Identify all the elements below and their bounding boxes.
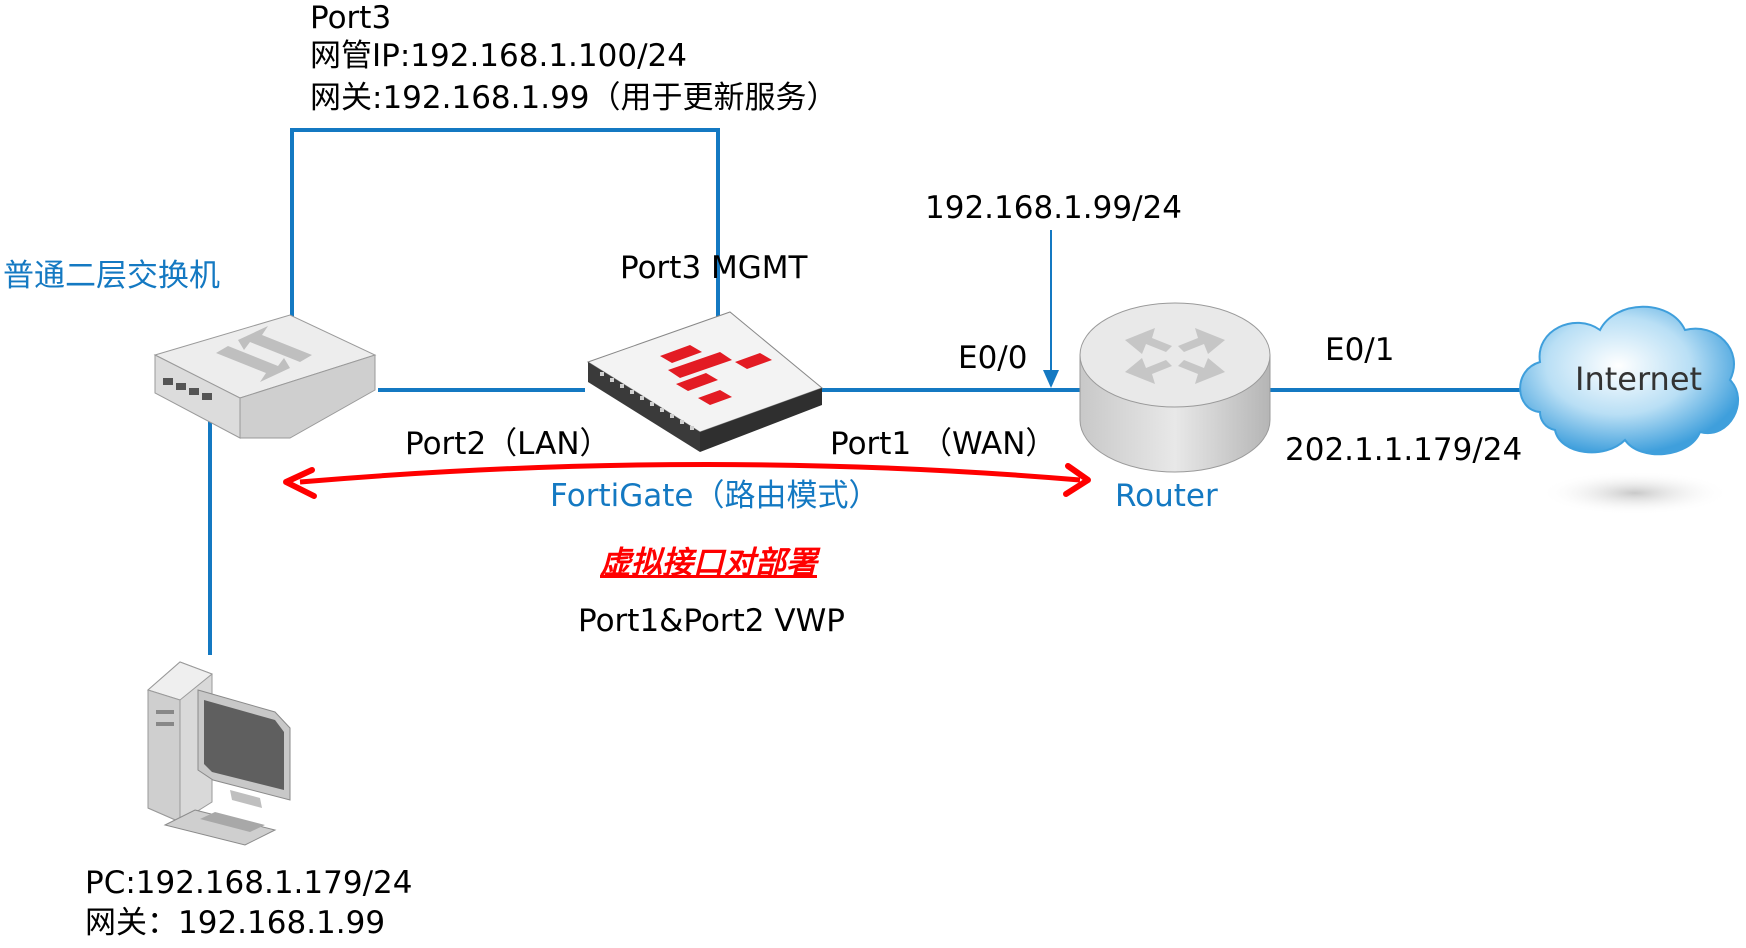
router-inside-ip-label: 192.168.1.99/24 [925,190,1182,226]
deployment-subtitle: Port1&Port2 VWP [578,603,845,639]
pc-icon[interactable] [146,661,291,846]
pc-gateway-label: 网关：192.168.1.99 [85,905,386,941]
mgmt-gateway-label: 网关:192.168.1.99（用于更新服务） [310,80,838,116]
internet-cloud-icon[interactable] [1519,305,1740,515]
fortigate-icon[interactable] [586,311,823,452]
fortigate-lan-port-label: Port2（LAN） [405,426,611,462]
mgmt-port-label: Port3 [310,0,392,36]
router-e01-label: E0/1 [1325,332,1395,368]
fortigate-label: FortiGate（路由模式） [550,478,880,514]
fortinet-logo-icon [660,345,772,405]
deployment-title: 虚拟接口对部署 [600,545,817,581]
router-label: Router [1115,478,1218,514]
switch-icon[interactable] [153,314,377,439]
fortigate-wan-port-label: Port1 （WAN） [830,426,1057,462]
fortigate-mgmt-port-label: Port3 MGMT [620,250,808,286]
mgmt-link [290,128,720,318]
pc-ip-label: PC:192.168.1.179/24 [85,865,413,901]
vwp-bidirectional-arrow [283,462,1091,499]
ip-pointer-arrow [1043,230,1059,388]
router-e00-label: E0/0 [958,340,1028,376]
internet-label: Internet [1575,360,1703,398]
router-outside-ip-label: 202.1.1.179/24 [1285,432,1523,468]
links [208,128,1520,655]
router-icon[interactable] [1079,302,1271,473]
switch-label: 普通二层交换机 [3,258,220,294]
mgmt-ip-label: 网管IP:192.168.1.100/24 [310,38,687,74]
